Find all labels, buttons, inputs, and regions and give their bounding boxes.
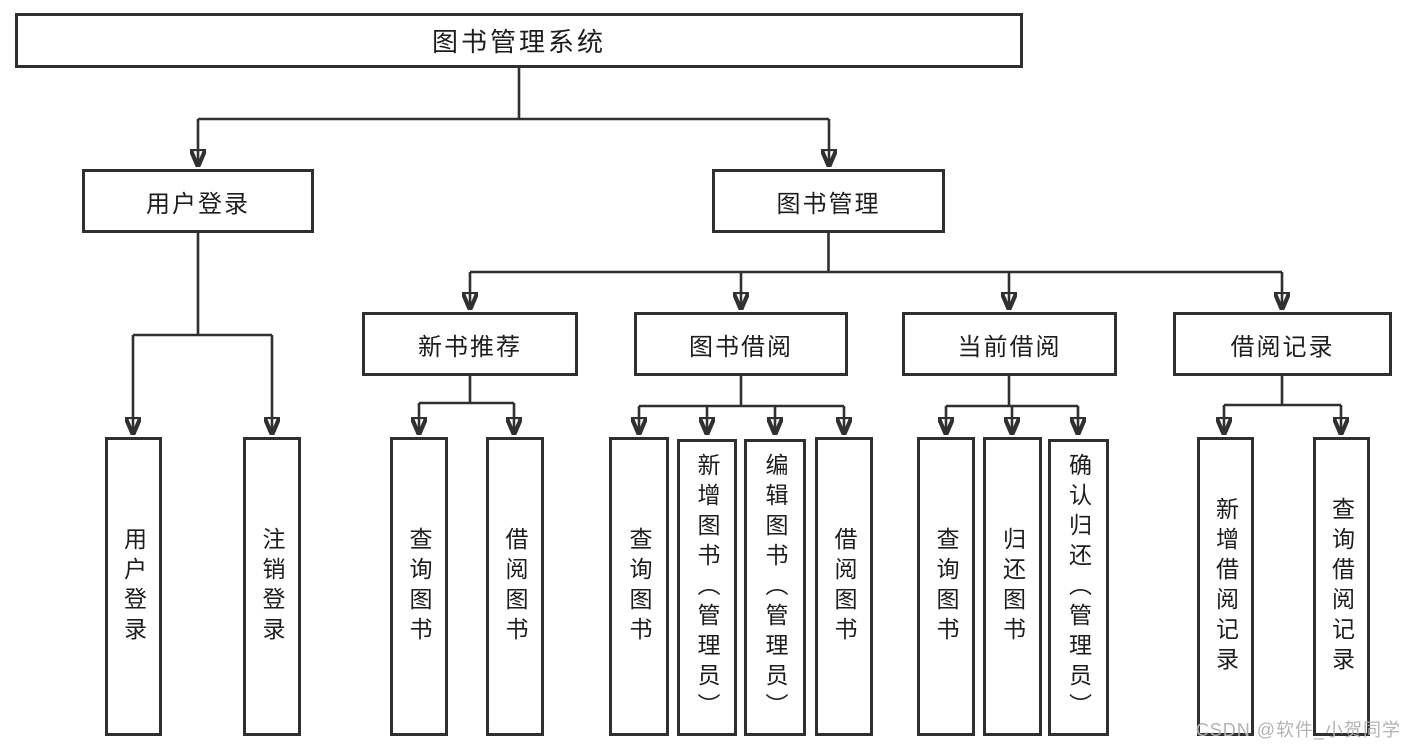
node-return-books: 归还图书: [983, 437, 1042, 736]
node-add-borrow-record: 新增借阅记录: [1197, 437, 1254, 736]
node-label: 查询图书: [406, 526, 432, 647]
node-label: 新增借阅记录: [1212, 496, 1239, 677]
node-query-books-borrowing: 查询图书: [609, 437, 669, 736]
node-book-borrowing: 图书借阅: [634, 312, 848, 376]
node-new-book-recommendation: 新书推荐: [362, 312, 578, 376]
node-label: 用户登录: [120, 526, 147, 647]
connector-arrows: [133, 119, 1341, 435]
node-label: 确认归还（管理员）: [1065, 452, 1092, 723]
node-query-books-current: 查询图书: [917, 437, 975, 736]
node-label: 借阅记录: [1230, 333, 1335, 361]
node-add-books-admin: 新增图书（管理员）: [677, 439, 737, 736]
node-query-borrow-record: 查询借阅记录: [1313, 437, 1370, 736]
node-label: 查询图书: [626, 526, 652, 647]
node-label: 新书推荐: [418, 333, 522, 361]
node-current-borrowing: 当前借阅: [902, 312, 1117, 376]
node-user-login: 用户登录: [82, 169, 314, 233]
node-label: 查询借阅记录: [1328, 496, 1355, 677]
node-edit-books-admin: 编辑图书（管理员）: [744, 439, 806, 736]
node-logout-action: 注销登录: [243, 437, 301, 736]
csdn-watermark: CSDN @软件_小贺同学: [1195, 720, 1401, 740]
node-book-management: 图书管理: [712, 169, 945, 233]
node-label: 新增图书（管理员）: [694, 452, 720, 723]
node-label: 借阅图书: [831, 526, 857, 647]
node-label: 归还图书: [999, 526, 1026, 647]
node-label: 图书管理: [776, 190, 881, 218]
node-label: 借阅图书: [502, 526, 528, 647]
node-label: 查询图书: [933, 526, 959, 647]
node-query-books-recommend: 查询图书: [390, 437, 448, 736]
node-borrow-books-recommend: 借阅图书: [486, 437, 544, 736]
node-label: 图书管理系统: [431, 27, 606, 57]
node-confirm-return-admin: 确认归还（管理员）: [1048, 439, 1109, 736]
node-label: 编辑图书（管理员）: [762, 452, 788, 723]
node-label: 注销登录: [259, 526, 285, 647]
node-library-management-system: 图书管理系统: [15, 13, 1023, 68]
node-label: 用户登录: [146, 190, 250, 218]
node-label: 图书借阅: [689, 333, 793, 361]
node-borrowing-records: 借阅记录: [1173, 312, 1392, 376]
node-user-login-action: 用户登录: [105, 437, 162, 736]
node-label: 当前借阅: [957, 333, 1062, 361]
node-borrow-books: 借阅图书: [815, 437, 873, 736]
